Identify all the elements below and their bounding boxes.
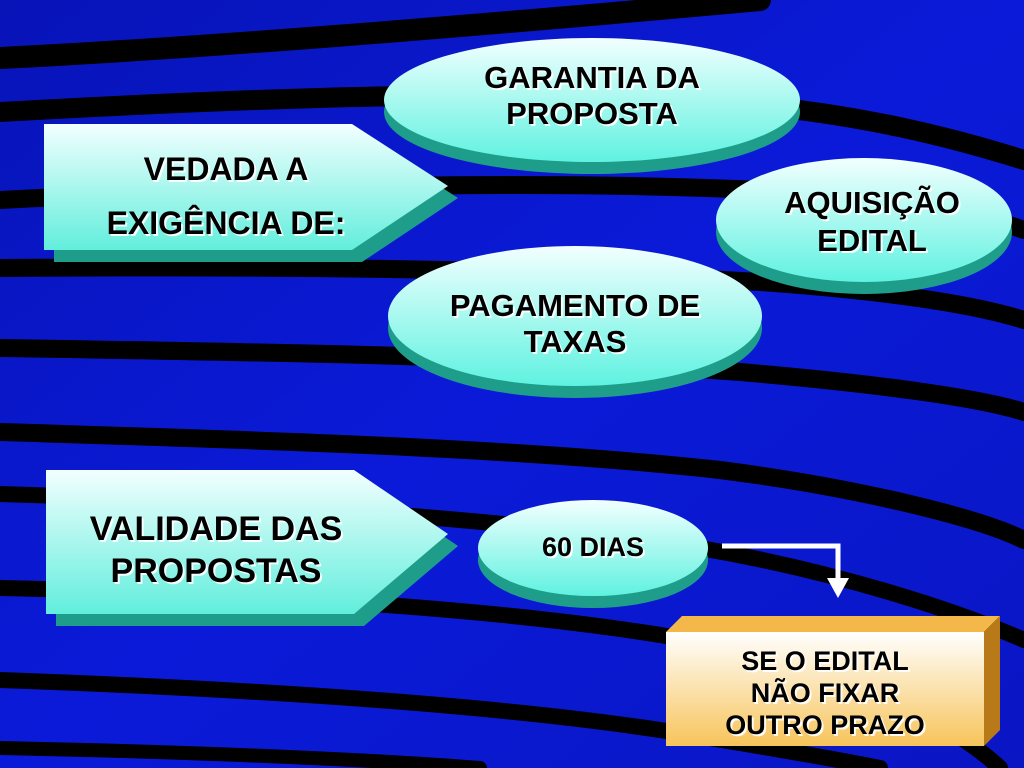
- aquisicao-line-1: AQUISIÇÃO: [784, 185, 960, 220]
- aquisicao-line-2: EDITAL: [817, 223, 927, 258]
- garantia-line-1: GARANTIA DA: [484, 60, 700, 95]
- validade-label: VALIDADE DAS PROPOSTAS: [46, 508, 386, 592]
- prazo-line-1: SE O EDITAL: [741, 646, 909, 676]
- validade-line-1: VALIDADE DAS: [89, 510, 343, 548]
- vedada-arrow-shape: [44, 124, 458, 262]
- prazo-line-2: NÃO FIXAR: [750, 678, 900, 708]
- garantia-line-2: PROPOSTA: [506, 96, 678, 131]
- pagamento-label: PAGAMENTO DE TAXAS: [396, 288, 754, 360]
- aquisicao-ellipse-shape: [716, 158, 1012, 294]
- dias-label: 60 DIAS: [482, 530, 704, 564]
- connector-arrow-icon: [722, 543, 849, 598]
- validade-arrow-shape: [46, 470, 458, 626]
- vedada-line-2: EXIGÊNCIA DE:: [106, 205, 346, 241]
- vedada-line-1: VEDADA A: [143, 151, 309, 187]
- pagamento-line-2: TAXAS: [523, 324, 627, 359]
- vedada-label: VEDADA A EXIGÊNCIA DE:: [46, 142, 406, 250]
- dias-ellipse-shape: [478, 500, 708, 608]
- aquisicao-label: AQUISIÇÃO EDITAL: [724, 184, 1020, 260]
- garantia-ellipse-shape: [384, 38, 800, 174]
- prazo-box-shape: [666, 616, 1000, 746]
- pagamento-line-1: PAGAMENTO DE: [449, 288, 701, 323]
- validade-line-2: PROPOSTAS: [110, 552, 322, 590]
- pagamento-ellipse-shape: [388, 246, 762, 398]
- garantia-label: GARANTIA DA PROPOSTA: [392, 60, 792, 132]
- dias-line-1: 60 DIAS: [541, 532, 645, 562]
- prazo-line-3: OUTRO PRAZO: [725, 710, 925, 740]
- prazo-label: SE O EDITAL NÃO FIXAR OUTRO PRAZO: [666, 645, 984, 741]
